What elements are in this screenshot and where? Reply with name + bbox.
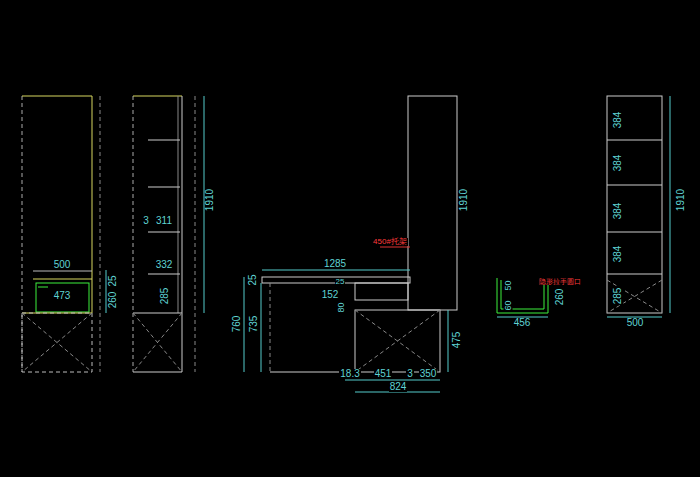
dimension-label: 384: [613, 111, 623, 130]
dimension-label: 25: [248, 273, 258, 286]
dimension-label: 1910: [676, 188, 686, 212]
dimension-label: 1910: [459, 188, 469, 212]
dimension-label: 456: [513, 318, 532, 328]
dimension-label: 1285: [323, 259, 347, 269]
dimension-label: 760: [232, 315, 242, 334]
dimension-label: 500: [626, 318, 645, 328]
dimension-label: 25: [108, 274, 118, 287]
dimension-label: 260: [555, 288, 565, 307]
dimension-label: 475: [452, 331, 462, 350]
dimension-label: 450#托架: [372, 238, 408, 246]
dimension-label: 384: [613, 154, 623, 173]
dimension-label: 735: [249, 315, 259, 334]
dimension-label: 隐形拉手圆口: [538, 278, 582, 285]
dimension-label: 384: [613, 245, 623, 264]
dimension-label: 285: [160, 287, 170, 306]
dimension-label: 384: [613, 202, 623, 221]
dimension-label: 824: [389, 382, 408, 392]
dimension-label: 1910: [205, 188, 215, 212]
dimension-label: 332: [155, 260, 174, 270]
dimension-label: 18.3: [339, 369, 360, 379]
dimension-label: 80: [336, 301, 345, 313]
dimension-label: 50: [503, 279, 512, 291]
dimension-label: 473: [53, 291, 72, 301]
dimension-label: 3: [142, 216, 150, 226]
dimension-label: 3: [406, 369, 414, 379]
dimension-label: 500: [53, 260, 72, 270]
dimension-label: 152: [321, 290, 340, 300]
dimension-label: 25: [335, 278, 346, 286]
dimension-label: 260: [108, 291, 118, 310]
dimension-label: 350: [419, 369, 438, 379]
dimension-label: 451: [374, 369, 393, 379]
dimension-label: 285: [613, 287, 623, 306]
dimension-label: 311: [155, 216, 173, 226]
dimension-label: 60: [503, 299, 512, 311]
